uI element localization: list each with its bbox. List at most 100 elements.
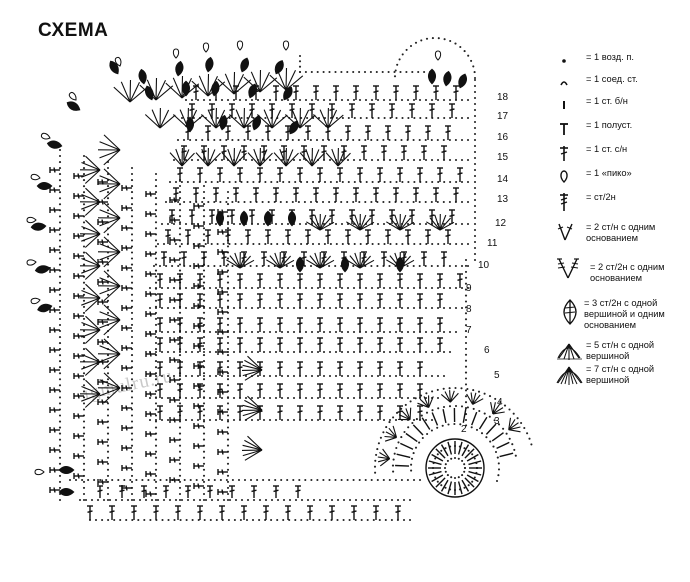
round-stitch: [464, 448, 475, 459]
chain-dot: [413, 180, 416, 184]
cluster-leaf: [274, 60, 284, 75]
fan-stitch: [472, 392, 477, 405]
chain-dot: [460, 242, 464, 246]
chain-dot: [291, 200, 294, 204]
chain-dot: [306, 116, 309, 120]
fan-stitch: [470, 392, 474, 405]
round-stitch: [440, 444, 449, 457]
chain-dot: [226, 444, 230, 447]
chain-dot: [234, 180, 237, 184]
double-crochet-mark: [261, 256, 267, 259]
double-crochet-mark: [229, 108, 235, 111]
chain-dot: [58, 384, 62, 387]
chain-dot: [178, 197, 182, 200]
chain-dot: [324, 518, 327, 522]
chain-dot: [154, 462, 158, 465]
double-crochet-mark: [277, 410, 283, 413]
chain-dot: [226, 474, 230, 477]
fan-stitch: [508, 417, 512, 430]
round-stitch: [461, 479, 470, 492]
chain-dot: [202, 492, 206, 496]
chain-dot: [375, 453, 378, 456]
cluster-leaf: [46, 140, 63, 149]
double-crochet-mark: [345, 234, 351, 237]
fan-stitch: [242, 409, 263, 417]
chain-dot: [117, 478, 120, 482]
fan-stitch: [399, 214, 407, 231]
double-crochet-mark: [157, 410, 163, 413]
chain-dot: [406, 374, 410, 378]
chain-dot: [414, 41, 418, 44]
chain-dot: [473, 96, 477, 100]
double-crochet-mark: [141, 489, 147, 493]
chain-dot: [154, 329, 158, 333]
chain-dot: [202, 480, 206, 483]
double-crochet-mark: [77, 313, 80, 319]
chain-dot: [82, 167, 86, 170]
chain-dot: [430, 429, 433, 432]
chain-dot: [150, 498, 154, 502]
chain-dot: [316, 306, 320, 310]
chain-dot: [464, 347, 468, 350]
fan-stitch: [217, 78, 235, 95]
chain-dot: [400, 374, 404, 378]
chain-dot: [292, 396, 296, 400]
chain-dot: [464, 341, 468, 345]
fan-stitch: [242, 449, 263, 457]
double-crochet-mark: [53, 467, 56, 473]
chain-dot: [178, 354, 182, 357]
double-crochet-mark: [125, 405, 128, 411]
fan-stitch: [181, 83, 200, 99]
double-crochet-mark: [161, 256, 167, 259]
double-crochet-mark: [409, 214, 415, 217]
fan-stitch: [151, 109, 161, 129]
chain-dot: [82, 486, 86, 489]
chain-dot: [346, 374, 350, 378]
cluster-leaf: [185, 116, 195, 133]
chain-dot: [372, 498, 376, 502]
fan-stitch: [266, 259, 281, 269]
chain-dot: [243, 478, 247, 482]
chain-dot: [382, 200, 385, 204]
chain-dot: [174, 180, 178, 184]
chain-dot: [502, 427, 505, 430]
fan-stitch: [311, 149, 320, 167]
chain-dot: [371, 180, 374, 184]
chain-dot: [82, 390, 86, 393]
fan-stitch: [439, 221, 455, 231]
chain-dot: [394, 418, 398, 422]
fan-stitch: [103, 217, 121, 234]
double-crochet-mark: [437, 172, 443, 175]
double-crochet-mark: [221, 256, 227, 259]
chain-dot: [202, 354, 206, 357]
chain-dot: [310, 350, 314, 354]
chain-dot: [408, 518, 412, 522]
chain-dot: [178, 245, 182, 248]
chain-dot: [154, 350, 158, 354]
row-number: 11: [487, 238, 498, 249]
fan-stitch: [233, 149, 242, 167]
round-stitch: [431, 474, 444, 483]
picot-shape: [68, 92, 77, 101]
chain-dot: [400, 98, 404, 102]
chain-dot: [508, 408, 511, 411]
fan-stitch: [155, 77, 158, 101]
double-crochet-mark: [301, 150, 307, 153]
chain-dot: [82, 269, 86, 272]
chain-dot: [280, 286, 284, 290]
chain-dot: [374, 471, 377, 474]
chain-dot: [341, 242, 344, 246]
fan-stitch: [195, 152, 209, 167]
cluster-leaf: [443, 70, 452, 87]
chain-dot: [156, 498, 160, 502]
chain-dot: [310, 418, 314, 422]
chain-dot: [154, 257, 158, 260]
chain-dot: [82, 426, 86, 429]
chain-dot: [250, 286, 254, 290]
chain-dot: [184, 330, 188, 334]
fan-stitch: [242, 369, 263, 377]
double-crochet-mark: [173, 237, 176, 243]
chain-dot: [431, 409, 434, 412]
chain-dot: [166, 222, 170, 226]
double-crochet-mark: [357, 366, 363, 369]
